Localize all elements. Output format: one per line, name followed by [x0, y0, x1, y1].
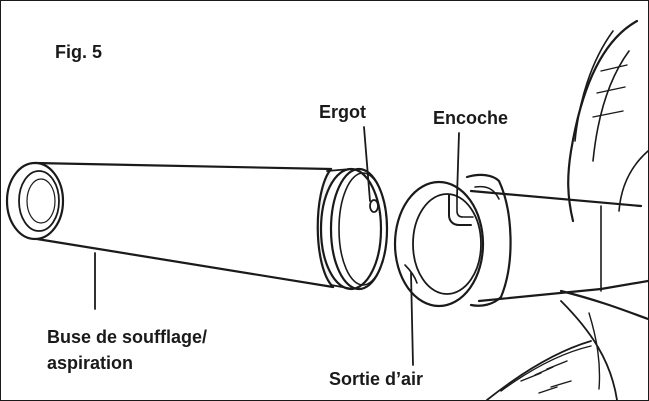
label-ergot: Ergot: [319, 102, 366, 122]
label-buse-line1: Buse de soufflage/: [47, 327, 208, 347]
label-sortie-air: Sortie d’air: [329, 369, 424, 389]
figure-title: Fig. 5: [55, 42, 103, 62]
leader-encoche: [456, 132, 460, 198]
label-encoche: Encoche: [433, 108, 509, 128]
leader-sortie: [410, 272, 414, 366]
label-buse-line2: aspiration: [47, 353, 134, 373]
blower-body: [486, 19, 648, 400]
leader-ergot: [363, 126, 371, 202]
nozzle-tube: [5, 161, 389, 291]
leader-lines: [94, 126, 460, 366]
air-outlet: [393, 173, 648, 308]
label-buse: Buse de soufflage/ aspiration: [47, 324, 207, 376]
